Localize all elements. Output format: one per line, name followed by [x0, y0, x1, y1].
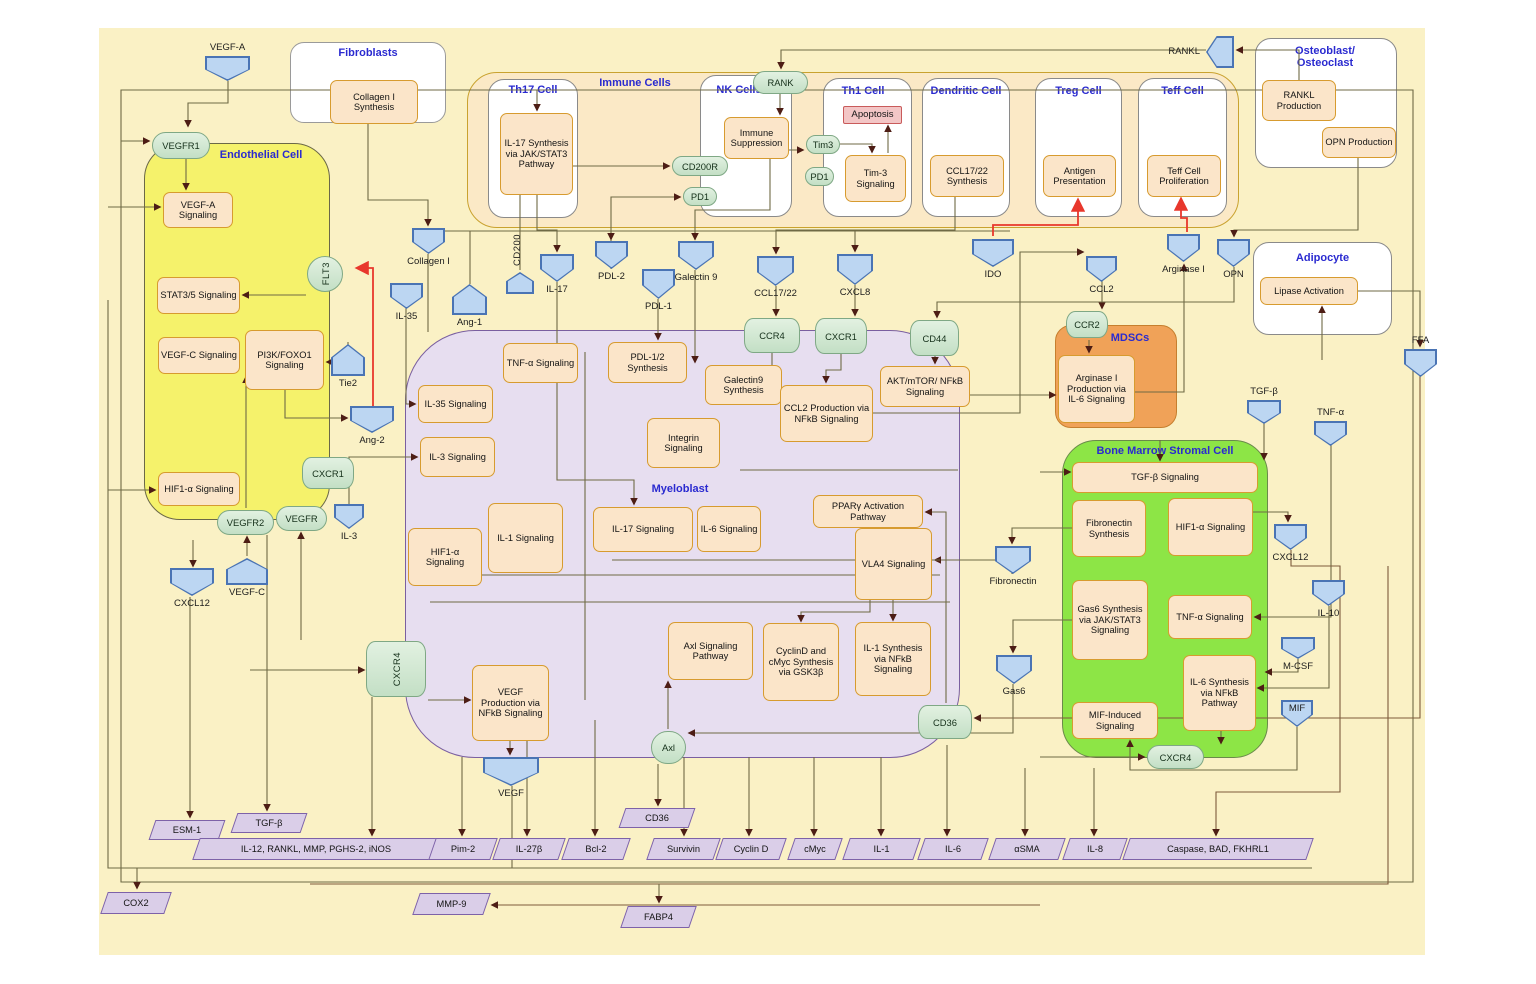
diagram-canvas [99, 28, 1425, 955]
